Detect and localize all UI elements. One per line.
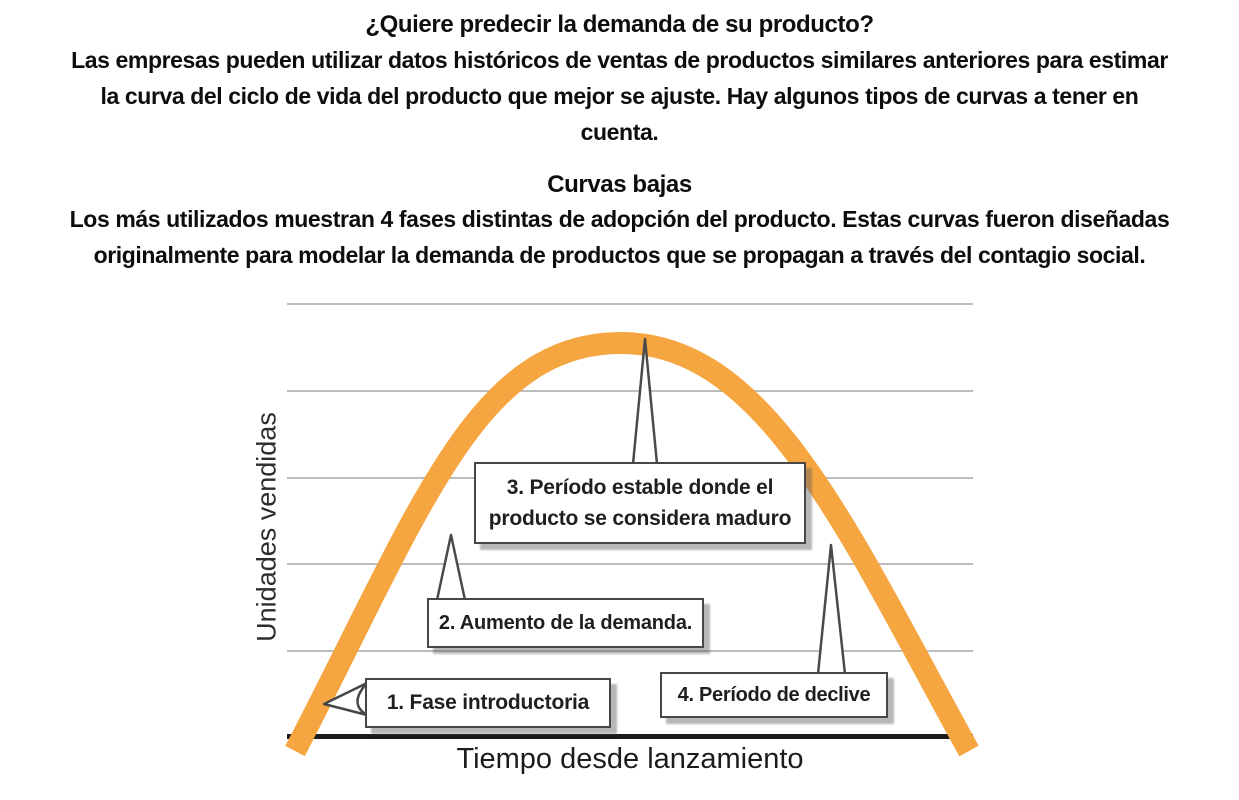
callout-label: 1. Fase introductoria	[386, 691, 590, 714]
callout-label: 4. Período de declive	[677, 683, 871, 706]
section-title-curvas-bajas: Curvas bajas	[547, 171, 692, 198]
section-paragraph-line: Los más utilizados muestran 4 fases dist…	[69, 206, 1170, 232]
callout-label: 2. Aumento de la demanda.	[438, 611, 693, 634]
callout-periodo-estable: 3. Período estable donde el producto se …	[474, 462, 806, 544]
callout-aumento-demanda: 2. Aumento de la demanda.	[427, 598, 704, 648]
gridline	[287, 303, 973, 305]
callout-label-line: 3. Período estable donde el	[506, 476, 774, 499]
x-axis-label: Tiempo desde lanzamiento	[456, 743, 804, 775]
section-paragraph-line: originalmente para modelar la demanda de…	[93, 242, 1146, 268]
lifecycle-chart-figure: 1. Fase introductoria 2. Aumento de la d…	[236, 287, 998, 800]
callout-3-pointer-icon	[631, 337, 659, 466]
intro-paragraph-line: Las empresas pueden utilizar datos histó…	[71, 47, 1168, 73]
gridline	[287, 563, 973, 565]
intro-paragraph-line: cuenta.	[580, 119, 659, 145]
callout-periodo-declive: 4. Período de declive	[660, 672, 888, 718]
bell-curve-canvas	[285, 331, 979, 757]
callout-2-pointer-icon	[435, 533, 467, 602]
gridline	[287, 650, 973, 652]
lifecycle-curve	[285, 331, 979, 757]
callout-4-pointer-icon	[816, 543, 847, 676]
intro-paragraph-line: la curva del ciclo de vida del producto …	[100, 83, 1139, 109]
page-title: ¿Quiere predecir la demanda de su produc…	[365, 11, 874, 38]
y-axis-label: Unidades vendidas	[251, 412, 282, 642]
callout-fase-introductoria: 1. Fase introductoria	[365, 678, 611, 728]
x-axis-line	[287, 734, 973, 739]
gridline	[287, 390, 973, 392]
callout-label-line: producto se considera maduro	[488, 507, 792, 530]
